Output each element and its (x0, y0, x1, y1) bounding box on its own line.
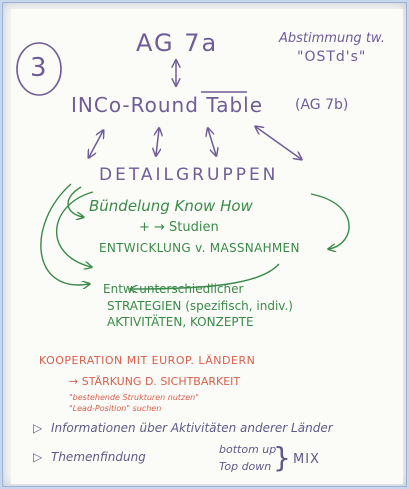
detail-groups-title: DETAILGRUPPEN (99, 165, 279, 185)
note-line-1: Abstimmung tw. (279, 31, 385, 46)
arrow-rt-dg-1 (89, 131, 103, 157)
bullet-2-text: Themenfindung (51, 450, 146, 464)
mix-line-2: Top down (219, 460, 272, 473)
bullet-1-marker: ▷ (33, 421, 43, 435)
mix-label: MIX (293, 452, 320, 467)
round-table-label: INCo-Round Table (71, 93, 264, 117)
round-table-ref: (AG 7b) (295, 97, 349, 113)
note-line-2: "OSTd's" (297, 49, 367, 65)
bullet-2-marker: ▷ (33, 450, 43, 464)
cooperation-line-3: "Lead-Position" suchen (69, 404, 162, 413)
detail-item-1: Bündelung Know How (89, 197, 253, 215)
strategies-line-3: AKTIVITÄTEN, KONZEPTE (107, 315, 254, 329)
green-arrow-down (131, 263, 280, 289)
number-circle (16, 42, 62, 96)
cooperation-line-1: → STÄRKUNG D. SICHTBARKEIT (69, 375, 241, 388)
whiteboard-frame: 3 AG 7a Abstimmung tw. "OSTd's" INCo-Rou… (3, 3, 406, 486)
green-loop-left-inner (67, 186, 83, 217)
strategies-line-1: Entw. unterschiedlicher (103, 282, 244, 296)
flipchart-sheet: 3 AG 7a Abstimmung tw. "OSTd's" INCo-Rou… (11, 9, 403, 484)
green-loop-left-outer (55, 191, 93, 267)
mix-bracket: } (273, 441, 291, 474)
detail-item-2: + → Studien (139, 220, 219, 235)
green-loop-right (310, 193, 350, 249)
detail-item-3: ENTWICKLUNG v. MASSNAHMEN (99, 241, 300, 255)
arrow-rt-dg-4 (256, 127, 301, 159)
diagram-connectors (16, 42, 350, 484)
circle-number: 3 (30, 53, 47, 83)
arrow-rt-dg-2 (156, 129, 159, 155)
mix-line-1: bottom up (219, 443, 277, 456)
arrow-rt-dg-3 (208, 129, 216, 155)
cooperation-line-2: "bestehende Strukturen nutzen" (69, 393, 199, 402)
strategies-line-2: STRATEGIEN (spezifisch, indiv.) (107, 299, 293, 313)
top-node-label: AG 7a (136, 29, 219, 57)
cooperation-title: KOOPERATION MIT EUROP. LÄNDERN (39, 354, 256, 367)
bullet-1-text: Informationen über Aktivitäten anderer L… (51, 421, 333, 435)
green-loop-left-long (40, 183, 89, 285)
